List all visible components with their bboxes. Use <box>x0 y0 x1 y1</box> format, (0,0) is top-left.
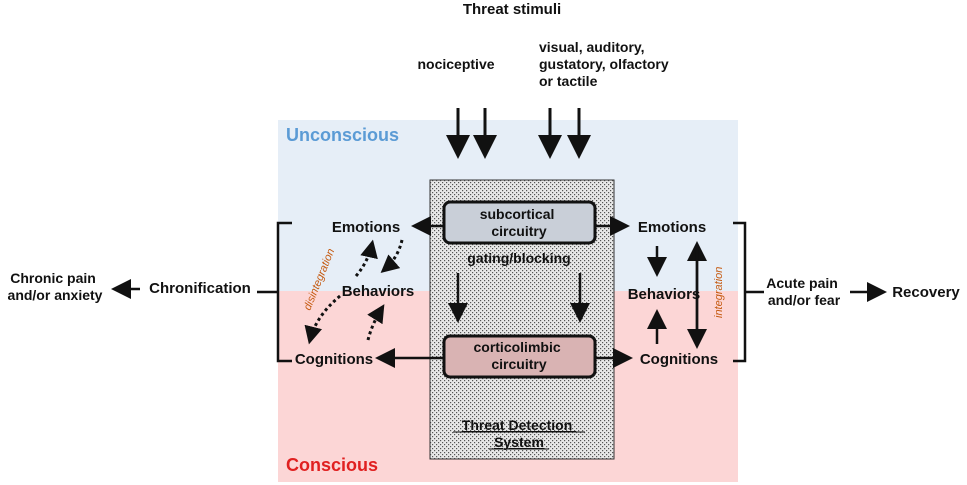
subcortical-circuitry-box <box>442 200 597 245</box>
title: Threat stimuli <box>463 1 561 18</box>
right-behaviors: Behaviors <box>628 286 701 303</box>
left-behaviors: Behaviors <box>342 283 415 300</box>
chronic-line-2: and/or anxiety <box>8 287 103 303</box>
dotted-arrow-down-behaviors <box>380 239 404 273</box>
dotted-arrow-up-behaviors <box>366 304 385 341</box>
acute-outcome: Acute pain and/or fear <box>766 275 841 308</box>
tds-line-1: Threat Detection <box>462 417 572 433</box>
acute-line-2: and/or fear <box>768 292 841 308</box>
chronification-label: Chronification <box>149 280 251 297</box>
chronic-line-1: Chronic pain <box>10 270 96 286</box>
chronic-outcome: Chronic pain and/or anxiety <box>8 270 103 303</box>
sensory-line-2: gustatory, olfactory <box>539 56 669 72</box>
dotted-arrow-down-cognitions <box>304 294 341 345</box>
right-emotions: Emotions <box>638 219 706 236</box>
conscious-label: Conscious <box>286 455 378 475</box>
subcortical-label: subcortical circuitry <box>480 206 559 239</box>
corticolimbic-label: corticolimbic circuitry <box>473 339 564 372</box>
threat-detection-system-label: Threat Detection System <box>462 417 576 450</box>
gating-blocking-label: gating/blocking <box>467 250 570 266</box>
stimulus-nociceptive: nociceptive <box>417 56 494 72</box>
acute-line-1: Acute pain <box>766 275 838 291</box>
recovery-label: Recovery <box>892 284 960 301</box>
unconscious-label: Unconscious <box>286 125 399 145</box>
sensory-line-1: visual, auditory, <box>539 39 645 55</box>
corticolimbic-circuitry-box <box>442 334 597 379</box>
left-cognitions: Cognitions <box>295 351 373 368</box>
left-emotions: Emotions <box>332 219 400 236</box>
corticolimbic-line-1: corticolimbic <box>473 339 560 355</box>
dotted-arrow-up-emotions <box>354 239 378 277</box>
corticolimbic-line-2: circuitry <box>491 356 546 372</box>
sensory-line-3: or tactile <box>539 73 598 89</box>
subcortical-line-2: circuitry <box>491 223 546 239</box>
integration-label: integration <box>713 267 725 318</box>
tds-line-2: System <box>494 434 544 450</box>
subcortical-line-1: subcortical <box>480 206 555 222</box>
right-cognitions: Cognitions <box>640 351 718 368</box>
stimulus-sensory: visual, auditory, gustatory, olfactory o… <box>539 39 673 89</box>
